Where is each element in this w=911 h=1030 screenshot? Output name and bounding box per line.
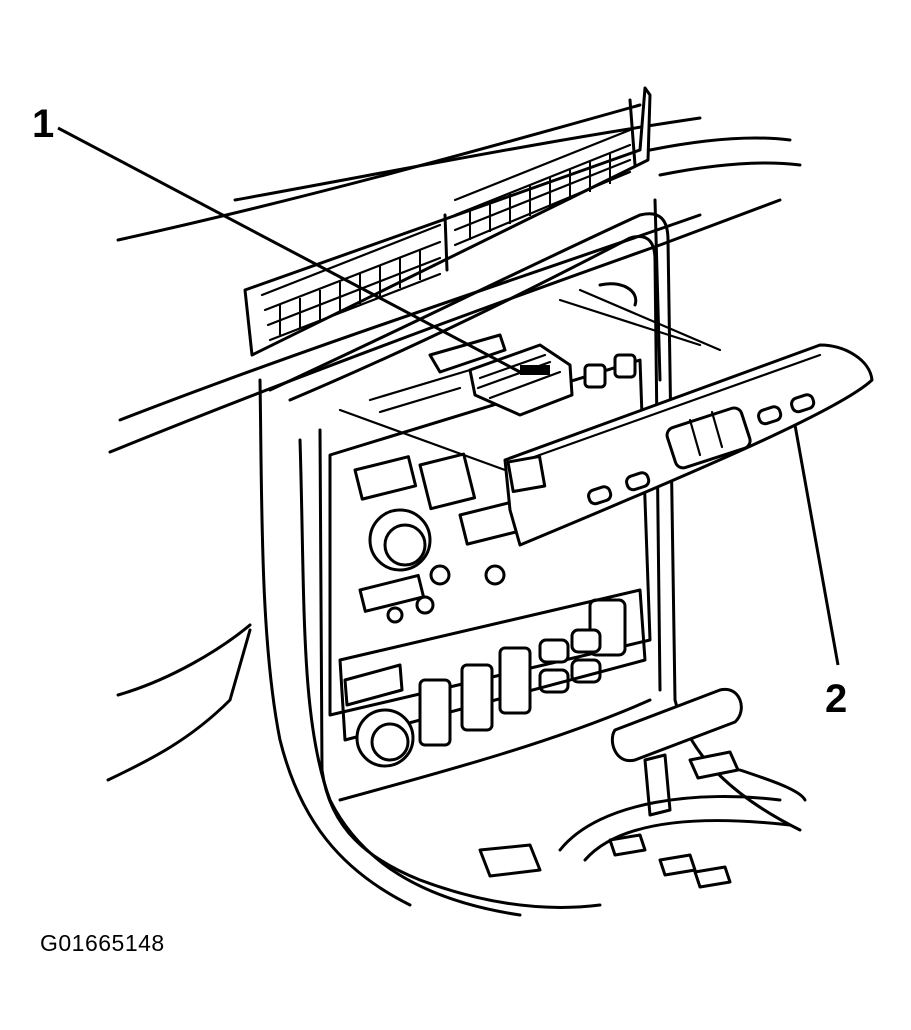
callout-2-leader: [793, 424, 840, 666]
radio-control-panel: [328, 358, 652, 717]
callout-1-label: 1: [32, 102, 54, 146]
left-dash-side: [106, 378, 412, 907]
removed-switch-module: [338, 288, 874, 547]
callout-1-leader: [57, 126, 521, 374]
climate-control-panel: [338, 588, 652, 802]
figure-id: G01665148: [40, 930, 165, 956]
gear-shifter: [478, 687, 807, 889]
callout-2-label: 2: [825, 677, 847, 721]
electrical-connector: [368, 282, 638, 417]
center-air-vent: [243, 86, 652, 357]
